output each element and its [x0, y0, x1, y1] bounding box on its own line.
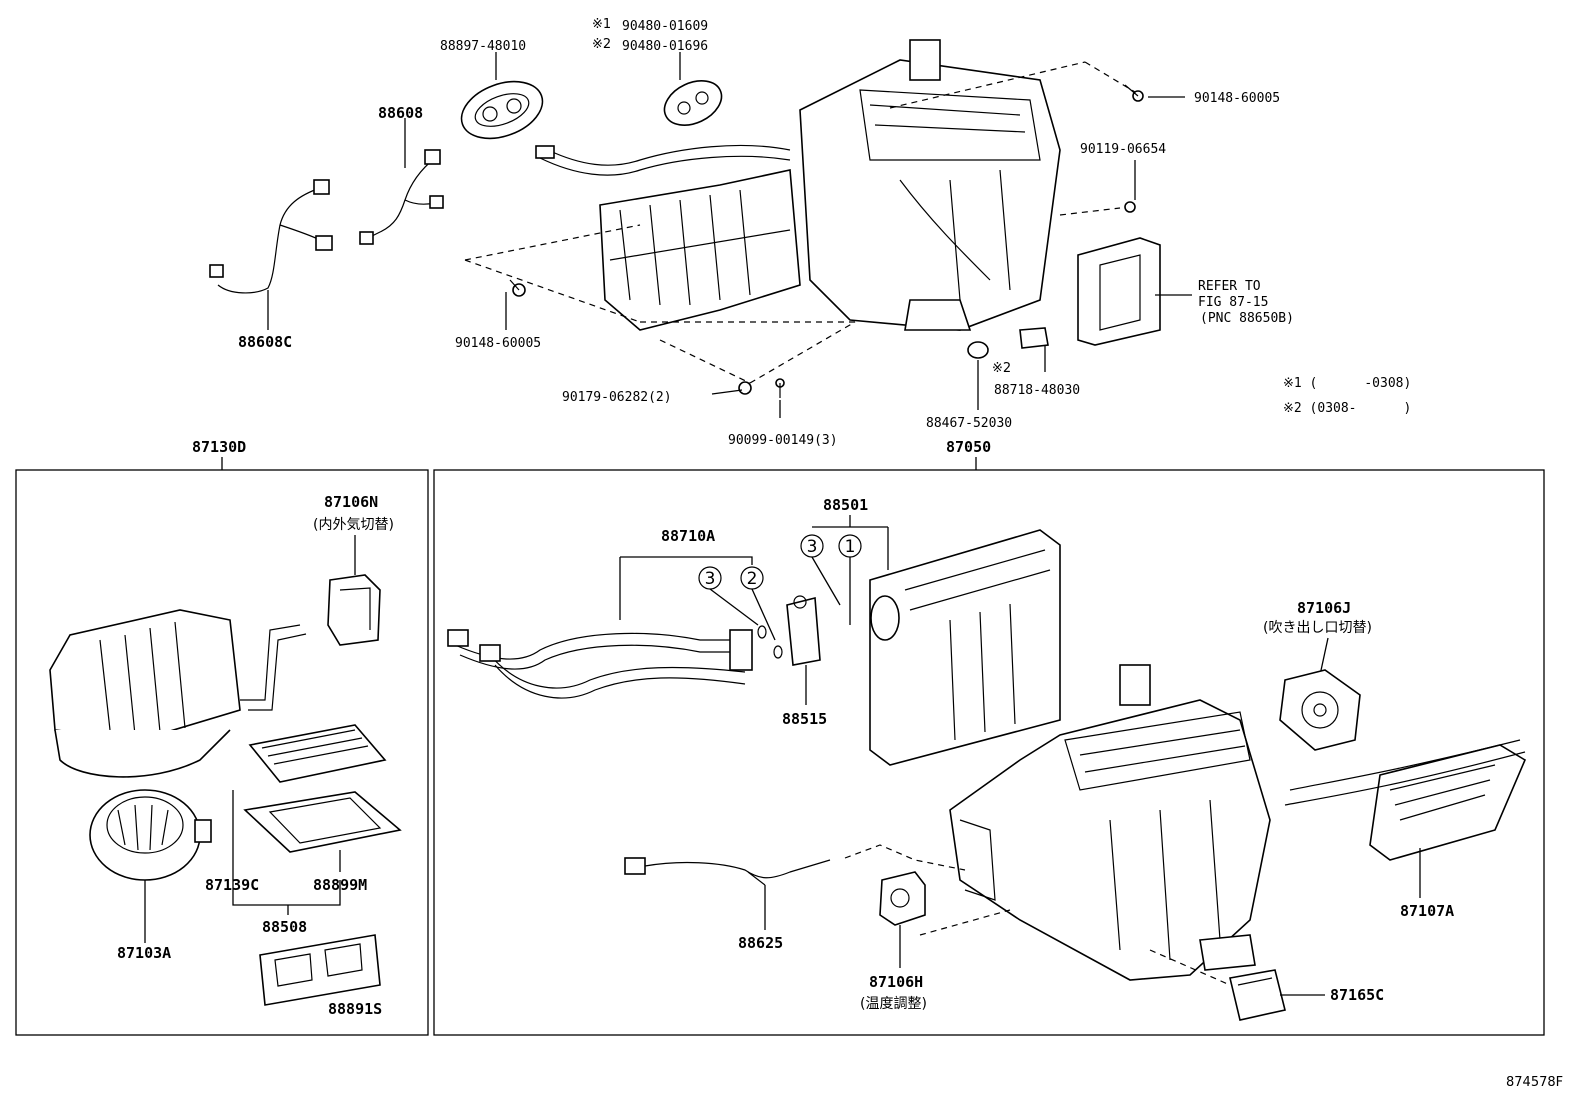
label-87106j-desc: (吹き出し口切替): [1263, 620, 1372, 636]
svg-text:3: 3: [705, 569, 716, 589]
ac-tube-88710a[interactable]: [447, 629, 753, 699]
wire-harness-88608c[interactable]: [209, 179, 333, 294]
callout-3-tube: 3: [698, 566, 722, 590]
blower-unit-87130d[interactable]: [49, 609, 307, 778]
label-90179-06282: 90179-06282(2): [562, 390, 672, 405]
label-90099-00149: 90099-00149(3): [728, 433, 838, 448]
fig-ref-text: FIG 87-15: [1198, 295, 1268, 310]
label-87165c: 87165C: [1330, 986, 1384, 1004]
expansion-valve-88515[interactable]: [786, 595, 821, 666]
servo-motor-87106j[interactable]: [1279, 669, 1361, 751]
diagram-code: 874578F: [1506, 1075, 1563, 1090]
label-87130d: 87130D: [192, 438, 246, 456]
label-88710a: 88710A: [661, 527, 715, 545]
legend-note-1: ※1 ( -0308): [1283, 376, 1411, 391]
wire-harness-88608[interactable]: [359, 149, 444, 245]
filter-87139c[interactable]: [248, 724, 387, 783]
bracket-88718[interactable]: [1019, 327, 1049, 349]
callout-1-evap: 1: [838, 534, 862, 558]
amplifier-87165c[interactable]: [1229, 969, 1286, 1021]
label-88718-48030: 88718-48030: [994, 383, 1080, 398]
label-90480-01609: 90480-01609: [622, 19, 708, 34]
legend-note-2: ※2 (0308- ): [1283, 401, 1411, 416]
label-88891s: 88891S: [328, 1000, 382, 1018]
svg-text:1: 1: [845, 537, 856, 557]
screw-90119[interactable]: [1124, 201, 1136, 213]
label-88899m: 88899M: [313, 876, 367, 894]
o-ring: [757, 625, 767, 639]
label-87106j: 87106J: [1297, 599, 1351, 617]
callout-3-evap: 3: [800, 534, 824, 558]
label-90148-60005-mid: 90148-60005: [455, 336, 541, 351]
svg-text:3: 3: [807, 537, 818, 557]
note1-mark: ※1: [592, 17, 611, 32]
label-90480-01696: 90480-01696: [622, 39, 708, 54]
label-88467-52030: 88467-52030: [926, 416, 1012, 431]
grommet-88897-48010[interactable]: [454, 71, 551, 149]
label-88897-48010: 88897-48010: [440, 39, 526, 54]
grommet-90480[interactable]: [657, 72, 728, 134]
nut-90179[interactable]: [738, 381, 752, 395]
note2-mark-88718: ※2: [992, 361, 1011, 376]
label-87106n: 87106N: [324, 493, 378, 511]
label-88608: 88608: [378, 104, 423, 122]
screw-90148-top[interactable]: [1124, 84, 1144, 102]
note2-mark: ※2: [592, 37, 611, 52]
hvac-case-87050[interactable]: [949, 664, 1271, 981]
label-87050: 87050: [946, 438, 991, 456]
svg-text:2: 2: [747, 569, 758, 589]
label-88515: 88515: [782, 710, 827, 728]
servo-motor-87106h[interactable]: [879, 871, 926, 926]
label-87106n-desc: (内外気切替): [313, 517, 394, 533]
seal-88891s[interactable]: [259, 934, 381, 1006]
label-88608c: 88608C: [238, 333, 292, 351]
group-box-87050: [433, 469, 1545, 1036]
blower-motor-87103a[interactable]: [89, 789, 212, 881]
refer-to-text: REFER TO: [1198, 279, 1261, 294]
grommet-88467[interactable]: [967, 341, 989, 359]
label-87139c: 87139C: [205, 876, 259, 894]
label-87106h-desc: (温度調整): [860, 996, 927, 1012]
screw-90099[interactable]: [775, 378, 785, 398]
group-box-87130d: [15, 469, 429, 1036]
sensor-88625[interactable]: [624, 857, 831, 886]
label-88508: 88508: [262, 918, 307, 936]
screw-90148-mid[interactable]: [509, 279, 526, 297]
label-87103a: 87103A: [117, 944, 171, 962]
label-87107a: 87107A: [1400, 902, 1454, 920]
label-88625: 88625: [738, 934, 783, 952]
label-87106h: 87106H: [869, 973, 923, 991]
ac-amplifier[interactable]: [1077, 237, 1161, 346]
filter-case-88899m[interactable]: [243, 791, 402, 853]
label-88501: 88501: [823, 496, 868, 514]
hvac-assembly-top[interactable]: [535, 39, 1061, 331]
servo-motor-87106n[interactable]: [327, 574, 381, 646]
evaporator-88501[interactable]: [869, 529, 1061, 766]
pnc-ref-text: (PNC 88650B): [1200, 311, 1294, 326]
label-90119-06654: 90119-06654: [1080, 142, 1166, 157]
label-90148-60005-top: 90148-60005: [1194, 91, 1280, 106]
callout-2-tube: 2: [740, 566, 764, 590]
heater-core-87107a[interactable]: [1284, 739, 1527, 861]
o-ring: [773, 645, 783, 659]
